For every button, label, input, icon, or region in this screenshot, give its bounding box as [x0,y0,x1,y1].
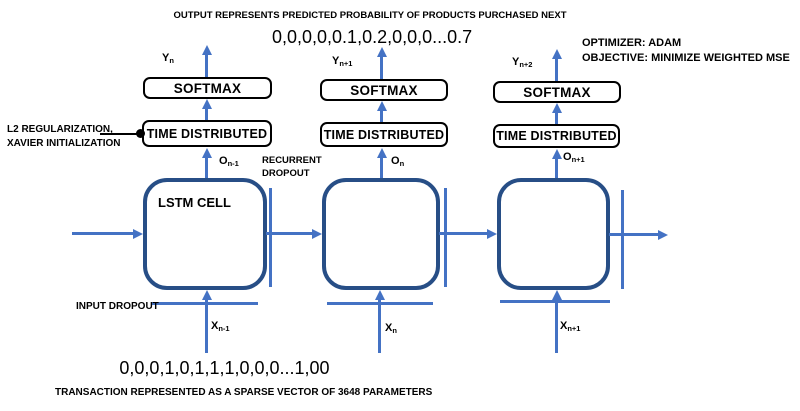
lstm-cell-1 [143,178,267,290]
y-label-2: Yn+1 [332,55,353,68]
input-vector-text: 0,0,0,1,0,1,1,1,0,0,0...1,00 [119,358,330,378]
lstm-cell-3 [497,178,610,290]
o-label-3: On+1 [563,151,585,164]
x-label-2: Xn [385,322,397,335]
x-label-1: Xn-1 [211,320,230,333]
softmax-box-3: SOFTMAX [493,81,621,103]
recurrent-dropout-bar-3 [621,190,624,289]
softmax-box-2: SOFTMAX [320,79,448,101]
time-distributed-box-2: TIME DISTRIBUTED [320,122,448,147]
l2-connector-dot [136,129,145,138]
o-label-2: On [391,155,405,168]
softmax-box-1: SOFTMAX [143,77,272,99]
top-title: OUTPUT REPRESENTS PREDICTED PROBABILITY … [173,10,567,21]
optimizer-note: OPTIMIZER: ADAM [582,37,682,49]
recurrent-dropout-label-line1: RECURRENT [262,155,322,166]
o-label-1: On-1 [219,155,239,168]
l2-connector-line [100,133,138,135]
bottom-caption: TRANSACTION REPRESENTED AS A SPARSE VECT… [55,387,433,398]
time-distributed-box-1: TIME DISTRIBUTED [142,120,272,147]
lstm-cell-2 [322,178,440,290]
input-dropout-label: INPUT DROPOUT [76,301,159,312]
recurrent-dropout-bar-1 [269,188,272,287]
output-vector-text: 0,0,0,0,0.1,0.2,0,0,0...0.7 [272,27,473,47]
l2-regularization-note-line1: L2 REGULARIZATION, [7,124,113,135]
lstm-cell-label: LSTM CELL [158,195,231,210]
x-label-3: Xn+1 [560,320,581,333]
l2-regularization-note-line2: XAVIER INITIALIZATION [7,138,121,149]
objective-note: OBJECTIVE: MINIMIZE WEIGHTED MSE [582,52,790,64]
y-label-3: Yn+2 [512,56,533,69]
y-label-1: Yn [162,52,174,65]
recurrent-dropout-label-line2: DROPOUT [262,168,310,179]
time-distributed-box-3: TIME DISTRIBUTED [493,124,620,148]
recurrent-dropout-bar-2 [444,188,447,287]
